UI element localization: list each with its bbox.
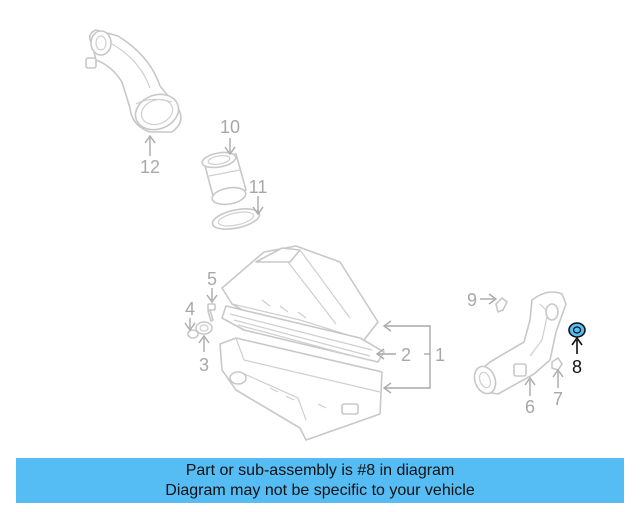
banner-line-disclaimer: Diagram may not be specific to your vehi… <box>165 481 475 499</box>
part-11-seal-ring[interactable] <box>211 205 262 233</box>
callout-8[interactable]: 8 <box>572 357 582 377</box>
callout-12[interactable]: 12 <box>140 157 160 177</box>
part-12-intake-hose[interactable] <box>85 29 183 135</box>
part-6-resonator-duct[interactable] <box>471 291 567 397</box>
callout-6[interactable]: 6 <box>525 397 535 417</box>
callout-4[interactable]: 4 <box>185 299 195 319</box>
callout-labels: 12 10 11 5 4 3 2 1 9 8 7 6 <box>140 117 582 417</box>
callout-11[interactable]: 11 <box>249 177 268 197</box>
parts-diagram: 12 10 11 5 4 3 2 1 9 8 7 6 <box>85 29 586 441</box>
callout-1[interactable]: 1 <box>435 345 445 365</box>
callout-9[interactable]: 9 <box>467 290 477 310</box>
part-5-bolt[interactable] <box>207 303 216 322</box>
leader-lines <box>144 134 583 396</box>
part-3-bushing[interactable] <box>195 321 213 335</box>
callout-7[interactable]: 7 <box>553 389 563 409</box>
callout-10[interactable]: 10 <box>220 117 240 137</box>
info-banner: Part or sub-assembly is #8 in diagram Di… <box>16 458 624 503</box>
part-9-clip[interactable] <box>495 297 508 313</box>
part-2-filter-element[interactable] <box>221 305 385 363</box>
part-10-connector[interactable] <box>201 150 247 207</box>
part-8-highlighted-grommet[interactable] <box>568 322 586 338</box>
callout-2[interactable]: 2 <box>401 345 411 365</box>
banner-line-part-number: Part or sub-assembly is #8 in diagram <box>185 461 455 479</box>
part-4-grommet[interactable] <box>187 329 199 339</box>
callout-3[interactable]: 3 <box>199 355 209 375</box>
air-box-lower-housing <box>219 337 383 441</box>
callout-5[interactable]: 5 <box>207 269 217 289</box>
part-7-nut[interactable] <box>551 357 563 371</box>
